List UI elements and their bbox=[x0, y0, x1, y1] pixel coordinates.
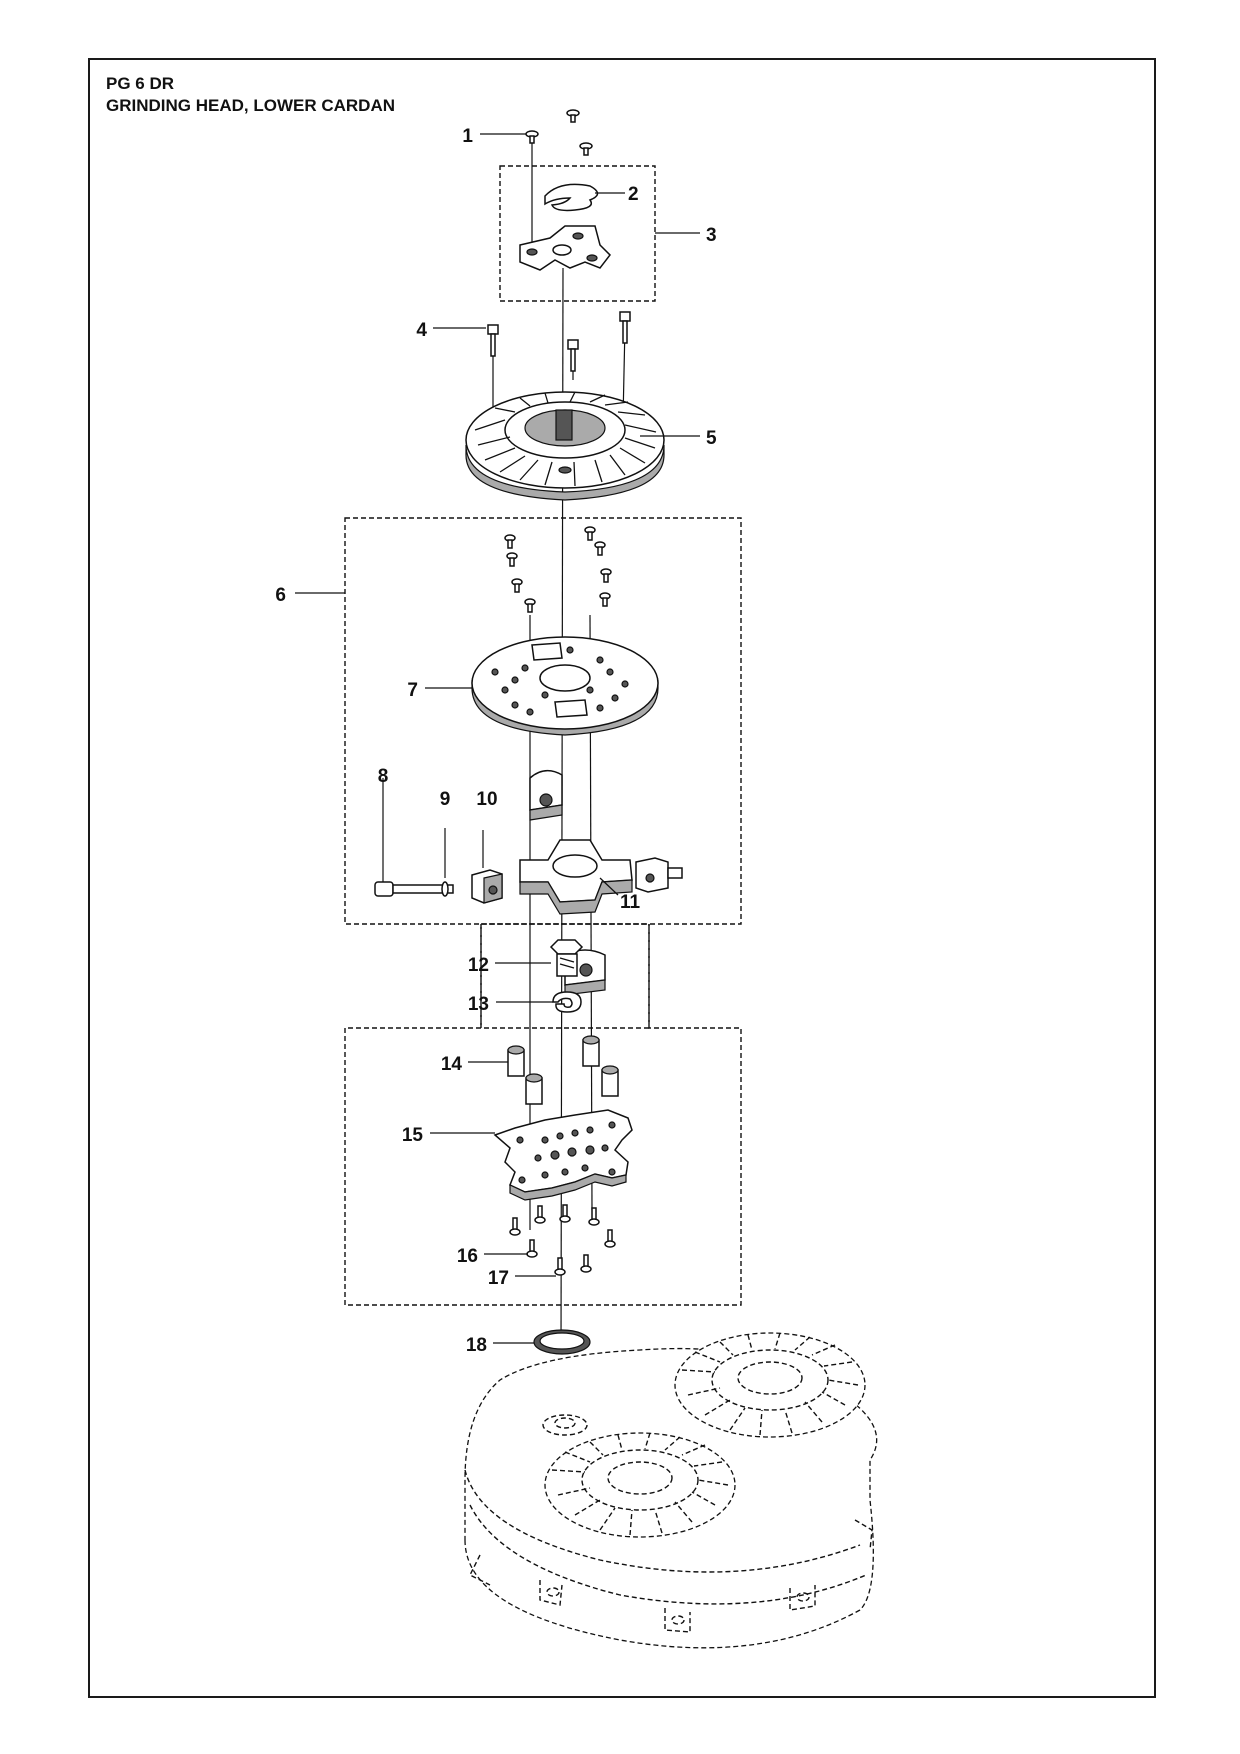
callout-13: 13 bbox=[468, 994, 489, 1015]
callout-12: 12 bbox=[468, 955, 489, 976]
disc-plate-part-7 bbox=[471, 636, 659, 736]
bracket-part-3 bbox=[519, 225, 611, 271]
block-part-10 bbox=[471, 830, 503, 904]
subassembly-12-box bbox=[480, 923, 650, 1029]
spacer-part-14 bbox=[507, 1035, 619, 1105]
seal-ring-part-18 bbox=[533, 1329, 591, 1355]
diagram-header: PG 6 DR GRINDING HEAD, LOWER CARDAN bbox=[106, 73, 395, 117]
clip-part-2 bbox=[544, 183, 599, 212]
callout-2: 2 bbox=[628, 184, 639, 205]
callout-15: 15 bbox=[402, 1125, 424, 1146]
callout-18: 18 bbox=[466, 1335, 487, 1356]
callout-11: 11 bbox=[620, 892, 641, 913]
screw-cluster-part-6 bbox=[504, 526, 612, 613]
subassembly-6-lower-box bbox=[344, 924, 742, 1306]
screw-part-16 bbox=[509, 1205, 616, 1258]
hex-bolt-part-12 bbox=[549, 939, 584, 977]
washer-part-9 bbox=[441, 828, 449, 897]
subassembly-3-box bbox=[499, 165, 656, 302]
screw-part-17 bbox=[554, 1204, 592, 1276]
leader-lines bbox=[295, 133, 700, 1344]
callout-14: 14 bbox=[441, 1054, 463, 1075]
callout-6: 6 bbox=[275, 585, 286, 606]
callout-7: 7 bbox=[407, 680, 418, 701]
long-bolt-part-8 bbox=[374, 778, 454, 897]
model-name: PG 6 DR bbox=[106, 74, 175, 93]
subassembly-6-upper-box bbox=[344, 517, 742, 925]
callout-10: 10 bbox=[476, 789, 497, 810]
mounting-plate-part-15 bbox=[493, 1109, 633, 1201]
grinding-base-housing bbox=[464, 1332, 878, 1649]
page-frame bbox=[88, 58, 1156, 1698]
cross-spider-part-11 bbox=[519, 769, 683, 996]
callout-9: 9 bbox=[440, 789, 451, 810]
finned-hub-part-5 bbox=[465, 391, 665, 501]
callout-5: 5 bbox=[706, 428, 717, 449]
callout-17: 17 bbox=[488, 1268, 509, 1289]
callout-1: 1 bbox=[462, 126, 473, 147]
callout-3: 3 bbox=[706, 225, 717, 246]
diagram-title: GRINDING HEAD, LOWER CARDAN bbox=[106, 96, 395, 115]
callout-8: 8 bbox=[378, 766, 389, 787]
screw-part-1 bbox=[525, 109, 593, 156]
callout-labels: 1 2 3 4 5 6 7 8 9 10 11 12 13 14 15 16 1… bbox=[275, 126, 717, 1356]
callout-16: 16 bbox=[457, 1246, 478, 1267]
bolt-part-4 bbox=[487, 311, 631, 372]
callout-4: 4 bbox=[416, 320, 427, 341]
spring-washer-part-13 bbox=[552, 991, 582, 1013]
